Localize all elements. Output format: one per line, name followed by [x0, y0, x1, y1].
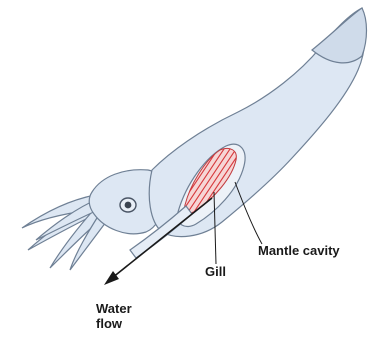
water-flow-label: Water flow [96, 301, 146, 331]
water-flow-label-line2: flow [96, 316, 146, 331]
squid-eye [120, 198, 136, 212]
gill-label: Gill [205, 264, 226, 279]
water-flow-label-line1: Water [96, 301, 146, 316]
squid-fin [312, 8, 367, 63]
mantle-cavity-label: Mantle cavity [258, 243, 340, 258]
